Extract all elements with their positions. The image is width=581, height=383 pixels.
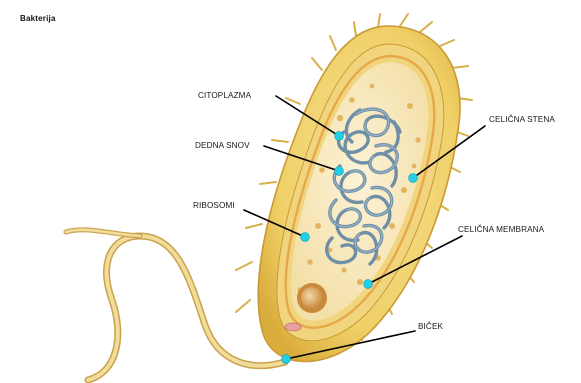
marker-dedna-snov (335, 167, 344, 176)
label-celicna-membrana: CELIČNA MEMBRANA (458, 224, 545, 234)
marker-celicna-membrana (364, 280, 373, 289)
label-citoplazma: CITOPLAZMA (198, 91, 252, 100)
marker-celicna-stena (409, 174, 418, 183)
label-bicek: BIČEK (418, 321, 444, 331)
flagellum (88, 236, 285, 380)
marker-ribosomi (301, 233, 310, 242)
label-dedna-snov: DEDNA SNOV (195, 141, 250, 150)
label-ribosomi: RIBOSOMI (193, 201, 235, 210)
inclusion-body (297, 283, 327, 313)
marker-citoplazma (335, 132, 344, 141)
basal-body (285, 323, 301, 331)
label-celicna-stena: CELIČNA STENA (489, 114, 555, 124)
marker-bicek (282, 355, 291, 364)
